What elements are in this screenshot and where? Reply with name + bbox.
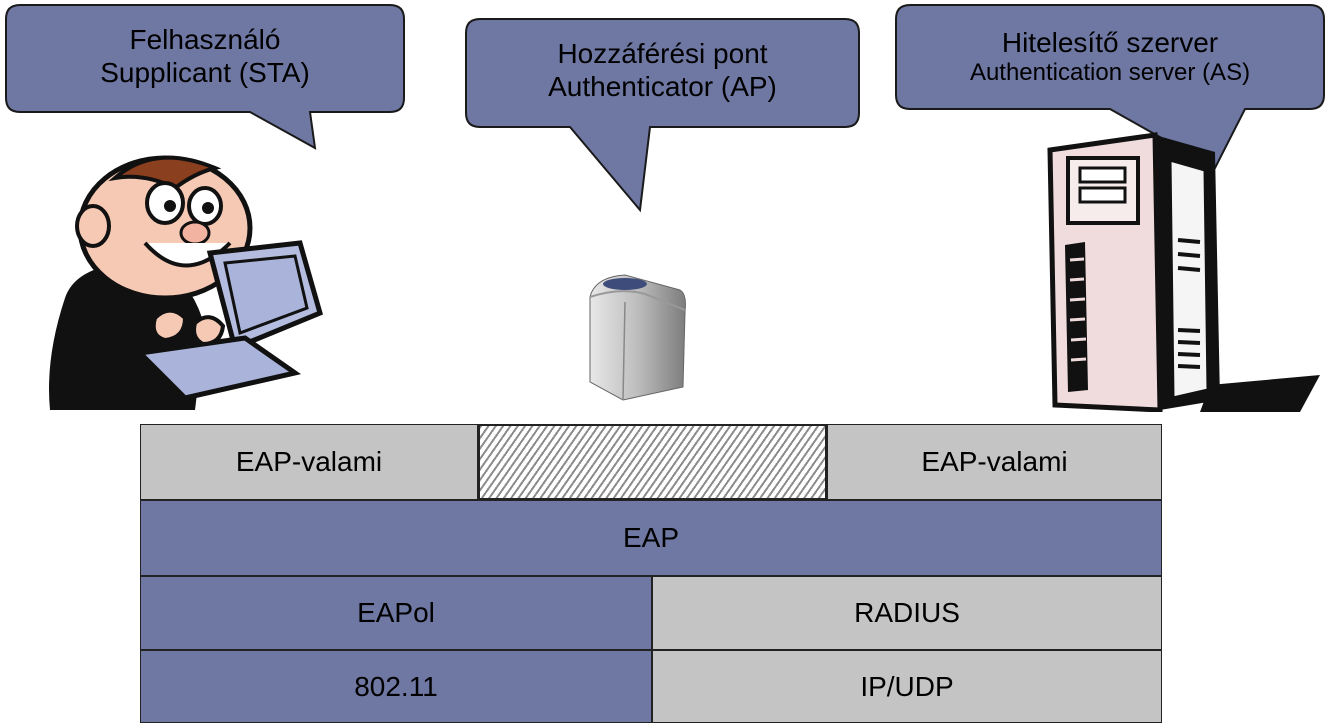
stack-cell-eap-method-right: EAP-valami <box>827 424 1162 500</box>
stack-cell-eap: EAP <box>140 500 1162 576</box>
stack-cell-radius: RADIUS <box>652 576 1162 650</box>
ap-speech-bubble <box>465 18 860 213</box>
stack-cell-ip-udp: IP/UDP <box>652 650 1162 723</box>
stack-cell-eap-method-left: EAP-valami <box>140 424 478 500</box>
server-tower-icon <box>1047 132 1320 412</box>
ap-bubble-text: Hozzáférési pont Authenticator (AP) <box>466 37 859 103</box>
stack-cell-80211: 802.11 <box>140 650 652 723</box>
person-at-computer-icon <box>49 155 324 410</box>
ap-role-sublabel: Authenticator (AP) <box>548 71 777 103</box>
stack-label: EAP <box>622 522 680 553</box>
ap-role-label: Hozzáférési pont <box>557 38 768 69</box>
user-bubble-text: Felhasználó Supplicant (STA) <box>6 23 404 89</box>
stack-label: IP/UDP <box>860 670 954 702</box>
stack-label: RADIUS <box>854 597 960 628</box>
stack-cell-hatched-gap <box>478 424 827 500</box>
user-role-label: Felhasználó <box>129 24 281 55</box>
user-speech-bubble <box>5 4 405 150</box>
user-role-sublabel: Supplicant (STA) <box>100 57 310 89</box>
server-speech-bubble <box>895 4 1325 170</box>
server-role-label: Hitelesítő szerver <box>1001 27 1219 58</box>
stack-cell-eapol: EAPol <box>140 576 652 650</box>
protocol-stack: EAP-valami EAP-valami EAP EAPol RADIUS 8… <box>140 424 1162 723</box>
server-bubble-text: Hitelesítő szerver Authentication server… <box>896 26 1324 87</box>
server-role-sublabel: Authentication server (AS) <box>969 59 1251 87</box>
stack-label: 802.11 <box>354 670 438 702</box>
stack-label: EAPol <box>357 597 435 628</box>
stack-label: EAP-valami <box>235 446 383 477</box>
stack-label: EAP-valami <box>921 446 1068 477</box>
access-point-device-icon <box>589 274 686 401</box>
